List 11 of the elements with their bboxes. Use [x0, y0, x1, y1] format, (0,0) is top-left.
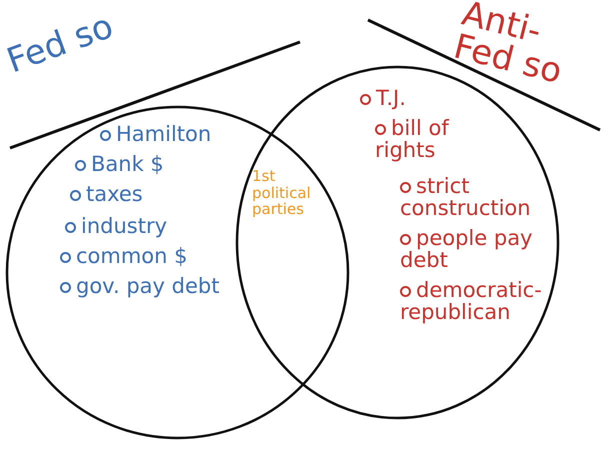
list-item: common $ — [60, 245, 250, 268]
list-item: bill of rights — [375, 117, 450, 162]
list-item: taxes — [70, 183, 240, 206]
list-item: strict construction — [400, 175, 532, 220]
list-item: Bank $ — [75, 153, 245, 176]
set-heading: Fed so — [2, 6, 120, 78]
list-item: democratic-republican — [400, 279, 543, 324]
list-item: people pay debt — [400, 227, 534, 272]
list-item: Hamilton — [100, 123, 250, 146]
overlap-note: 1st political parties — [252, 168, 312, 218]
list-item: gov. pay debt — [60, 275, 225, 298]
